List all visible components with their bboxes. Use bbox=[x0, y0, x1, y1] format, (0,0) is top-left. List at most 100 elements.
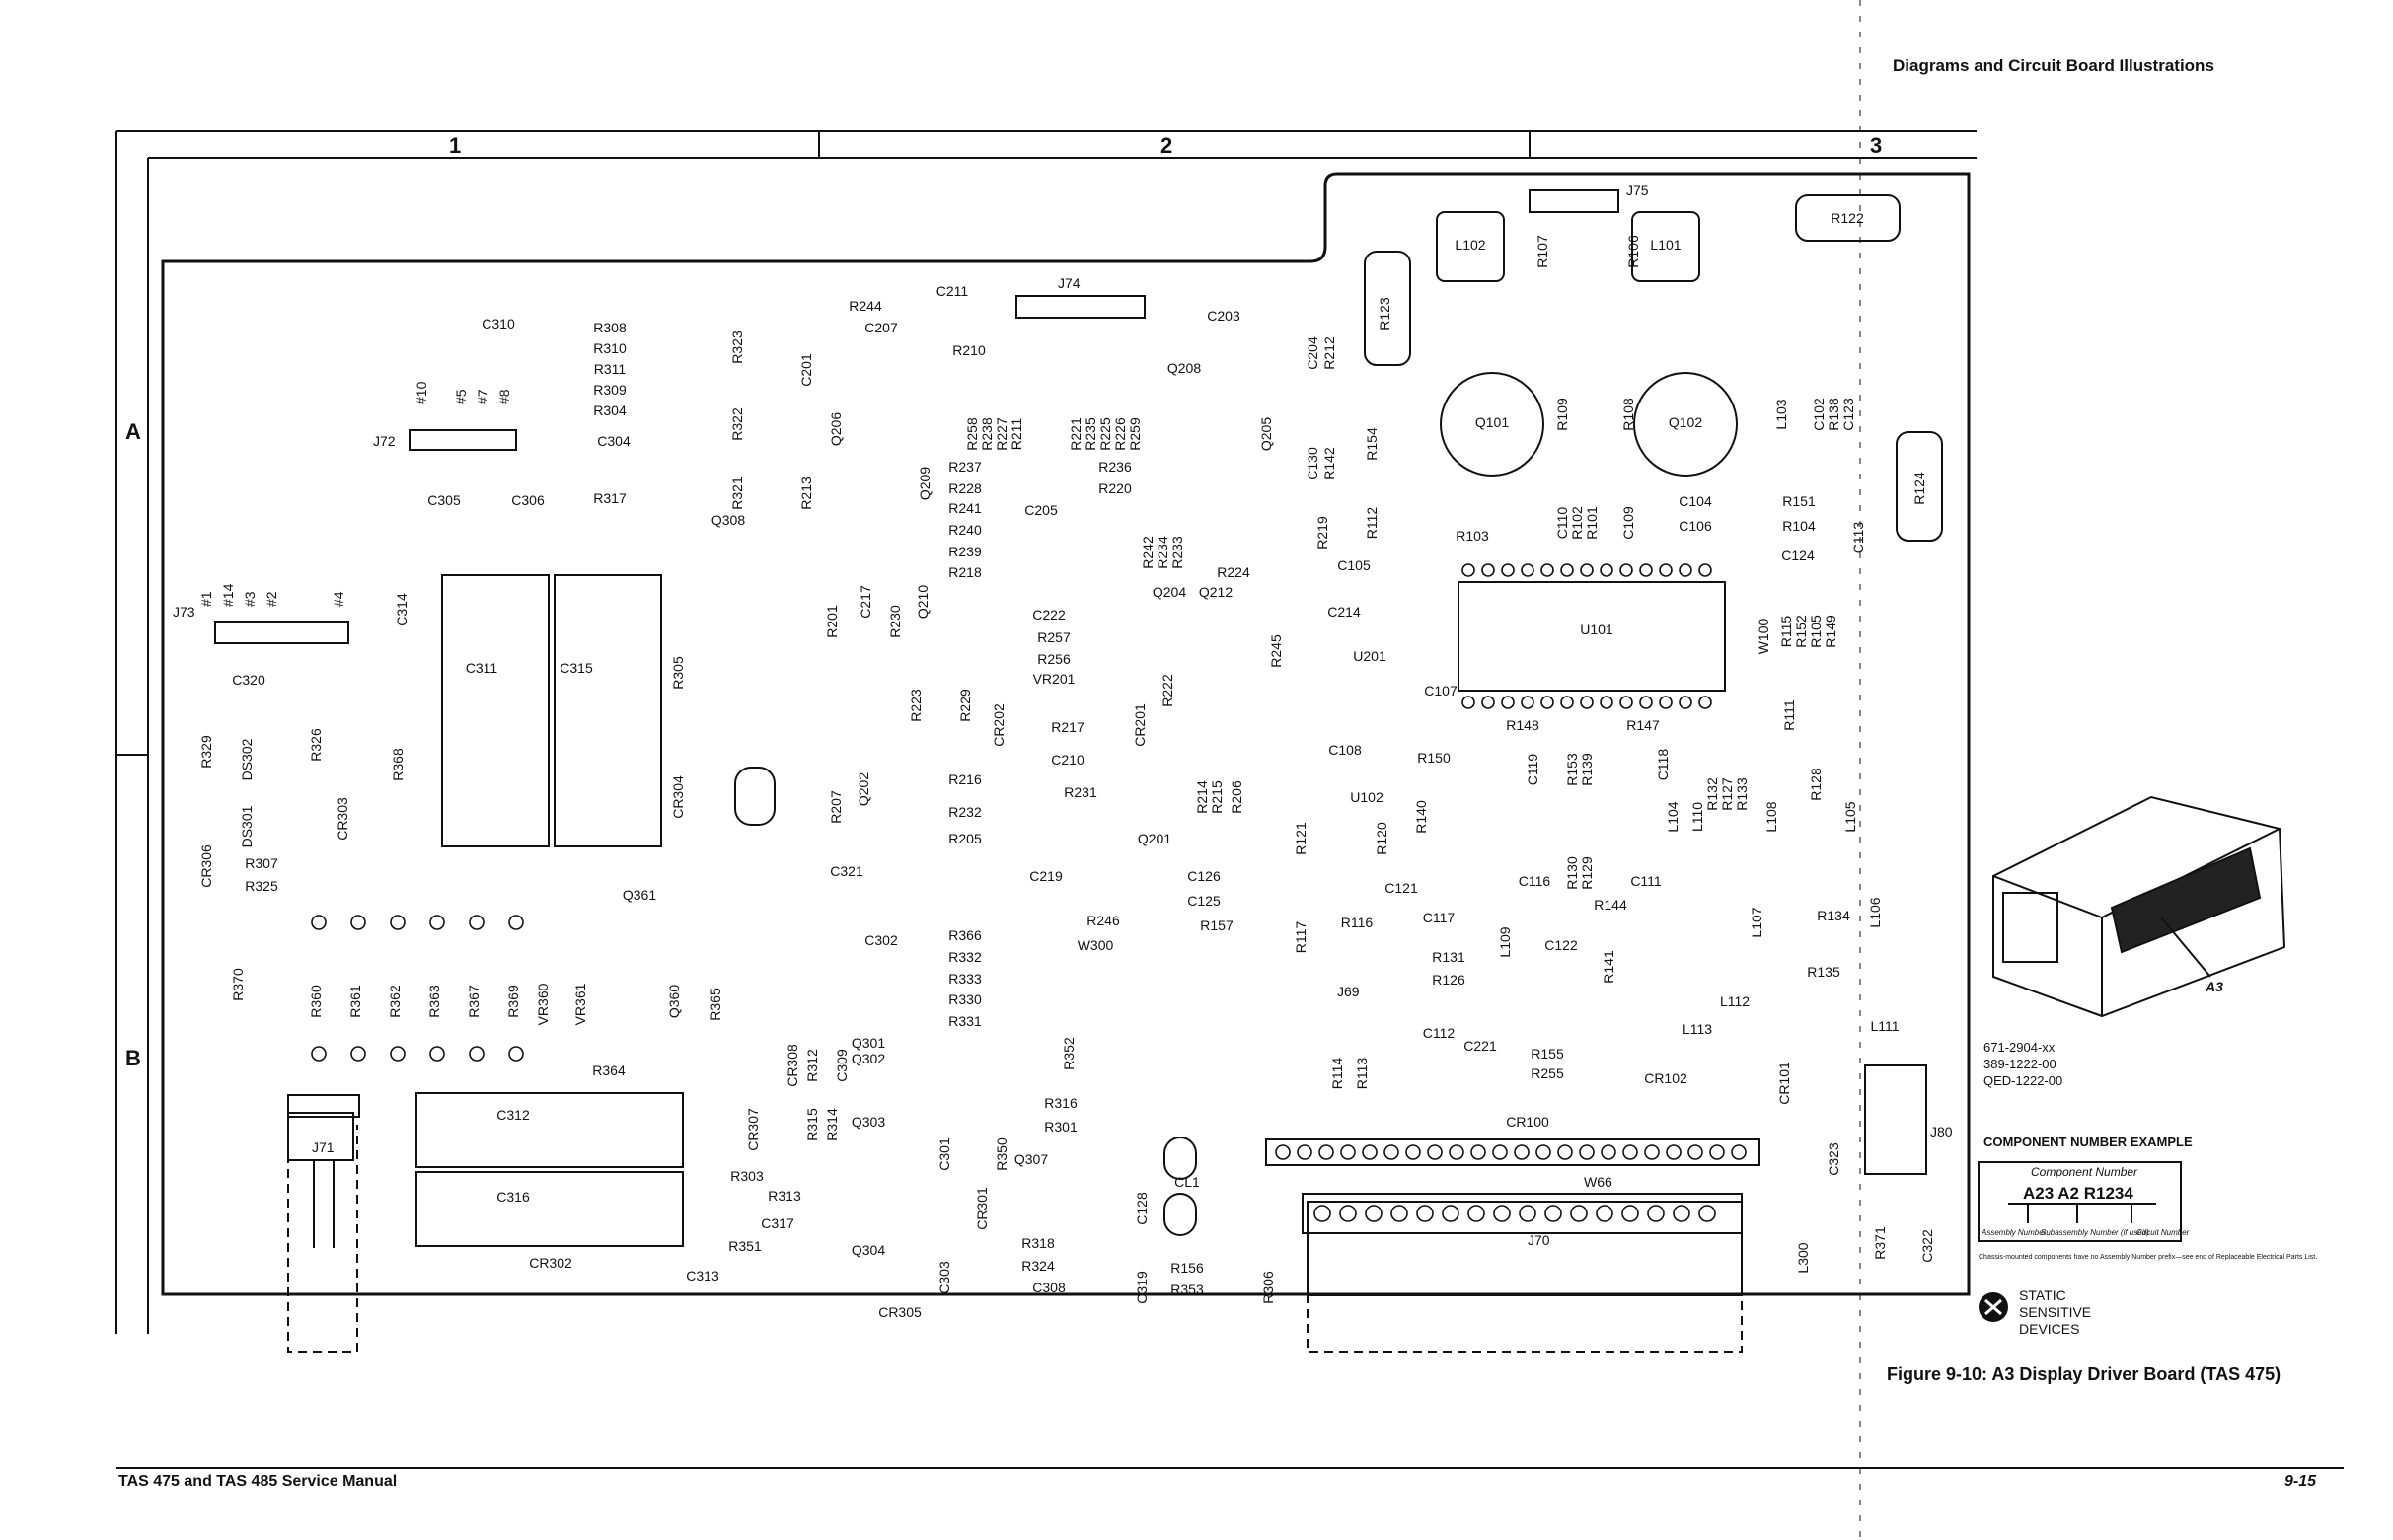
component-r236: R236 bbox=[1098, 459, 1132, 475]
label-w66: W66 bbox=[1584, 1174, 1612, 1190]
component-q205: Q205 bbox=[1258, 417, 1274, 451]
component-c109: C109 bbox=[1620, 506, 1636, 540]
component-cr202: CR202 bbox=[991, 703, 1007, 747]
component-r133: R133 bbox=[1734, 777, 1750, 811]
component-r307: R307 bbox=[245, 855, 278, 871]
component-c219: C219 bbox=[1029, 868, 1063, 884]
component-r305: R305 bbox=[670, 656, 686, 690]
label-j69: J69 bbox=[1337, 984, 1360, 999]
component-cr307: CR307 bbox=[745, 1108, 761, 1151]
component-c211: C211 bbox=[936, 283, 969, 299]
component-r109: R109 bbox=[1554, 398, 1570, 431]
component-r216: R216 bbox=[948, 771, 982, 787]
component-c217: C217 bbox=[858, 585, 873, 619]
component-l106: L106 bbox=[1867, 897, 1883, 927]
j73-pin-14: #14 bbox=[220, 583, 236, 607]
component-r351: R351 bbox=[728, 1238, 762, 1254]
grid-row-b: B bbox=[125, 1046, 141, 1070]
pad-row-w66 bbox=[1275, 1144, 1747, 1160]
component-c311: C311 bbox=[466, 660, 498, 676]
component-r112: R112 bbox=[1364, 507, 1380, 540]
component-q360: Q360 bbox=[666, 985, 682, 1018]
component-r232: R232 bbox=[948, 804, 982, 820]
component-c116: C116 bbox=[1519, 873, 1551, 889]
component-r106: R106 bbox=[1625, 235, 1641, 268]
component-r316: R316 bbox=[1044, 1095, 1078, 1111]
label-j72: J72 bbox=[373, 433, 396, 449]
j72-pin-10: #10 bbox=[413, 381, 429, 404]
grid-frame bbox=[115, 130, 1977, 1334]
component-r369: R369 bbox=[505, 985, 521, 1018]
section-title: Diagrams and Circuit Board Illustrations bbox=[1893, 56, 2214, 75]
component-cr301: CR301 bbox=[974, 1187, 990, 1230]
component-q303: Q303 bbox=[852, 1114, 885, 1130]
component-cr303: CR303 bbox=[335, 797, 350, 841]
component-l107: L107 bbox=[1749, 907, 1764, 937]
component-u201: U201 bbox=[1353, 648, 1386, 664]
label-j80: J80 bbox=[1930, 1124, 1953, 1139]
component-r242: R242 bbox=[1140, 536, 1156, 569]
component-r139: R139 bbox=[1579, 753, 1595, 786]
component-cr304: CR304 bbox=[670, 775, 686, 819]
component-r122: R122 bbox=[1831, 210, 1864, 226]
assembly-number-1: 671-2904-xx bbox=[1983, 1040, 2056, 1055]
component-r207: R207 bbox=[828, 790, 844, 824]
component-l103: L103 bbox=[1773, 399, 1789, 429]
cne-number: A23 A2 R1234 bbox=[2023, 1184, 2133, 1203]
component-c124: C124 bbox=[1781, 548, 1815, 563]
component-r330: R330 bbox=[948, 991, 982, 1007]
component-ds301: DS301 bbox=[239, 805, 255, 847]
component-r304: R304 bbox=[593, 403, 627, 418]
component-r116: R116 bbox=[1341, 915, 1374, 930]
component-r142: R142 bbox=[1321, 447, 1337, 480]
component-r310: R310 bbox=[593, 340, 627, 356]
component-l104: L104 bbox=[1665, 801, 1681, 832]
footer-rule bbox=[116, 1467, 2344, 1469]
component-r130: R130 bbox=[1564, 856, 1580, 890]
figure-caption: Figure 9-10: A3 Display Driver Board (TA… bbox=[1887, 1364, 2281, 1384]
component-r235: R235 bbox=[1083, 417, 1098, 451]
component-r210: R210 bbox=[952, 342, 986, 358]
component-ds302: DS302 bbox=[239, 738, 255, 780]
static-line-1: STATIC bbox=[2019, 1287, 2066, 1303]
component-c314: C314 bbox=[394, 593, 410, 626]
component-r105: R105 bbox=[1808, 615, 1824, 648]
static-line-3: DEVICES bbox=[2019, 1321, 2080, 1337]
component-r238: R238 bbox=[979, 417, 995, 451]
component-r240: R240 bbox=[948, 522, 982, 538]
component-r226: R226 bbox=[1112, 417, 1128, 451]
component-r323: R323 bbox=[729, 330, 745, 364]
component-r317: R317 bbox=[593, 490, 627, 506]
component-r311: R311 bbox=[594, 361, 627, 377]
component-l112: L112 bbox=[1720, 993, 1750, 1009]
component-c205: C205 bbox=[1024, 502, 1058, 518]
component-c130: C130 bbox=[1305, 447, 1320, 480]
label-j75: J75 bbox=[1626, 183, 1649, 198]
component-q304: Q304 bbox=[852, 1242, 885, 1258]
component-r101: R101 bbox=[1584, 506, 1600, 540]
component-q361: Q361 bbox=[623, 887, 656, 903]
component-r368: R368 bbox=[390, 748, 406, 781]
j73-pin-2: #2 bbox=[263, 591, 279, 607]
component-r255: R255 bbox=[1531, 1065, 1564, 1081]
component-r309: R309 bbox=[593, 382, 627, 398]
footer-page-number: 9-15 bbox=[2284, 1473, 2317, 1490]
component-c201: C201 bbox=[798, 353, 814, 387]
component-vr360: VR360 bbox=[535, 983, 551, 1025]
component-cr102: CR102 bbox=[1644, 1070, 1687, 1086]
component-q212: Q212 bbox=[1199, 584, 1233, 600]
pad-row-u101 bbox=[1461, 563, 1712, 709]
component-q307: Q307 bbox=[1014, 1151, 1048, 1167]
component-c111: C111 bbox=[1630, 873, 1662, 889]
component-r230: R230 bbox=[887, 605, 903, 638]
component-cr305: CR305 bbox=[878, 1304, 922, 1320]
component-c125: C125 bbox=[1187, 893, 1221, 909]
component-c319: C319 bbox=[1134, 1271, 1150, 1304]
component-cr100: CR100 bbox=[1506, 1114, 1549, 1130]
component-c108: C108 bbox=[1328, 742, 1362, 758]
component-r156: R156 bbox=[1170, 1260, 1204, 1276]
grid-column-2: 2 bbox=[1160, 133, 1172, 158]
component-q301: Q301 bbox=[852, 1035, 885, 1051]
